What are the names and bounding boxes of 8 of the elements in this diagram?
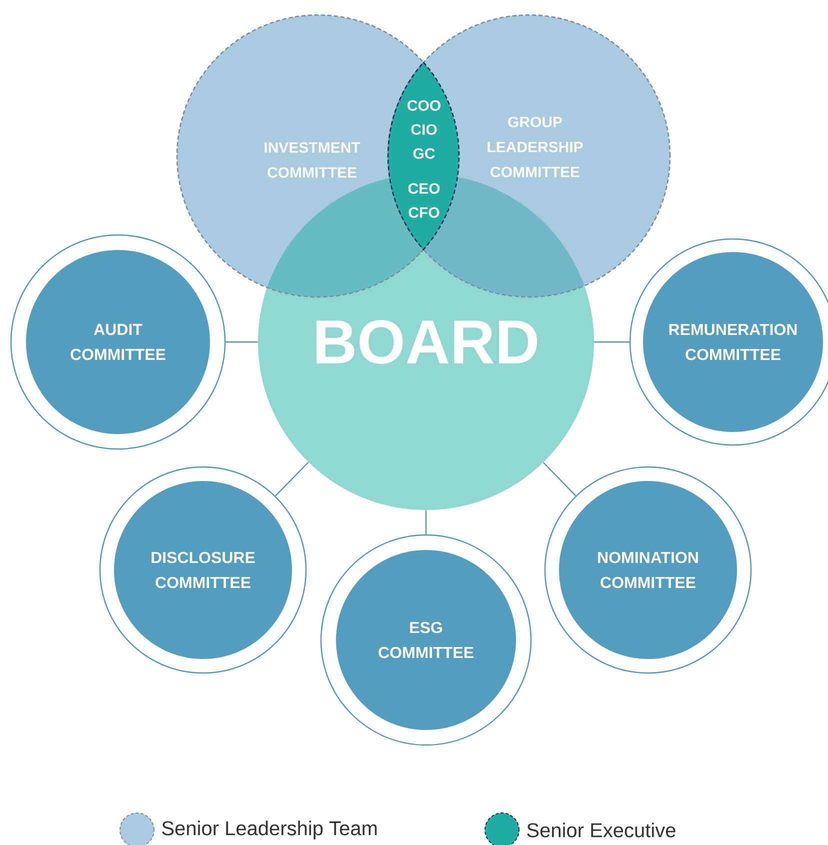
connector-line xyxy=(226,341,258,343)
connector-line xyxy=(425,510,427,534)
legend-label: Senior Executive xyxy=(527,822,676,838)
executive-lens: COO CIO GC CEO CFO xyxy=(387,62,460,250)
connector-line xyxy=(542,462,576,496)
connector-line xyxy=(275,462,309,496)
legend-label: Senior Leadership Team xyxy=(162,820,377,840)
connector-line xyxy=(594,341,630,343)
